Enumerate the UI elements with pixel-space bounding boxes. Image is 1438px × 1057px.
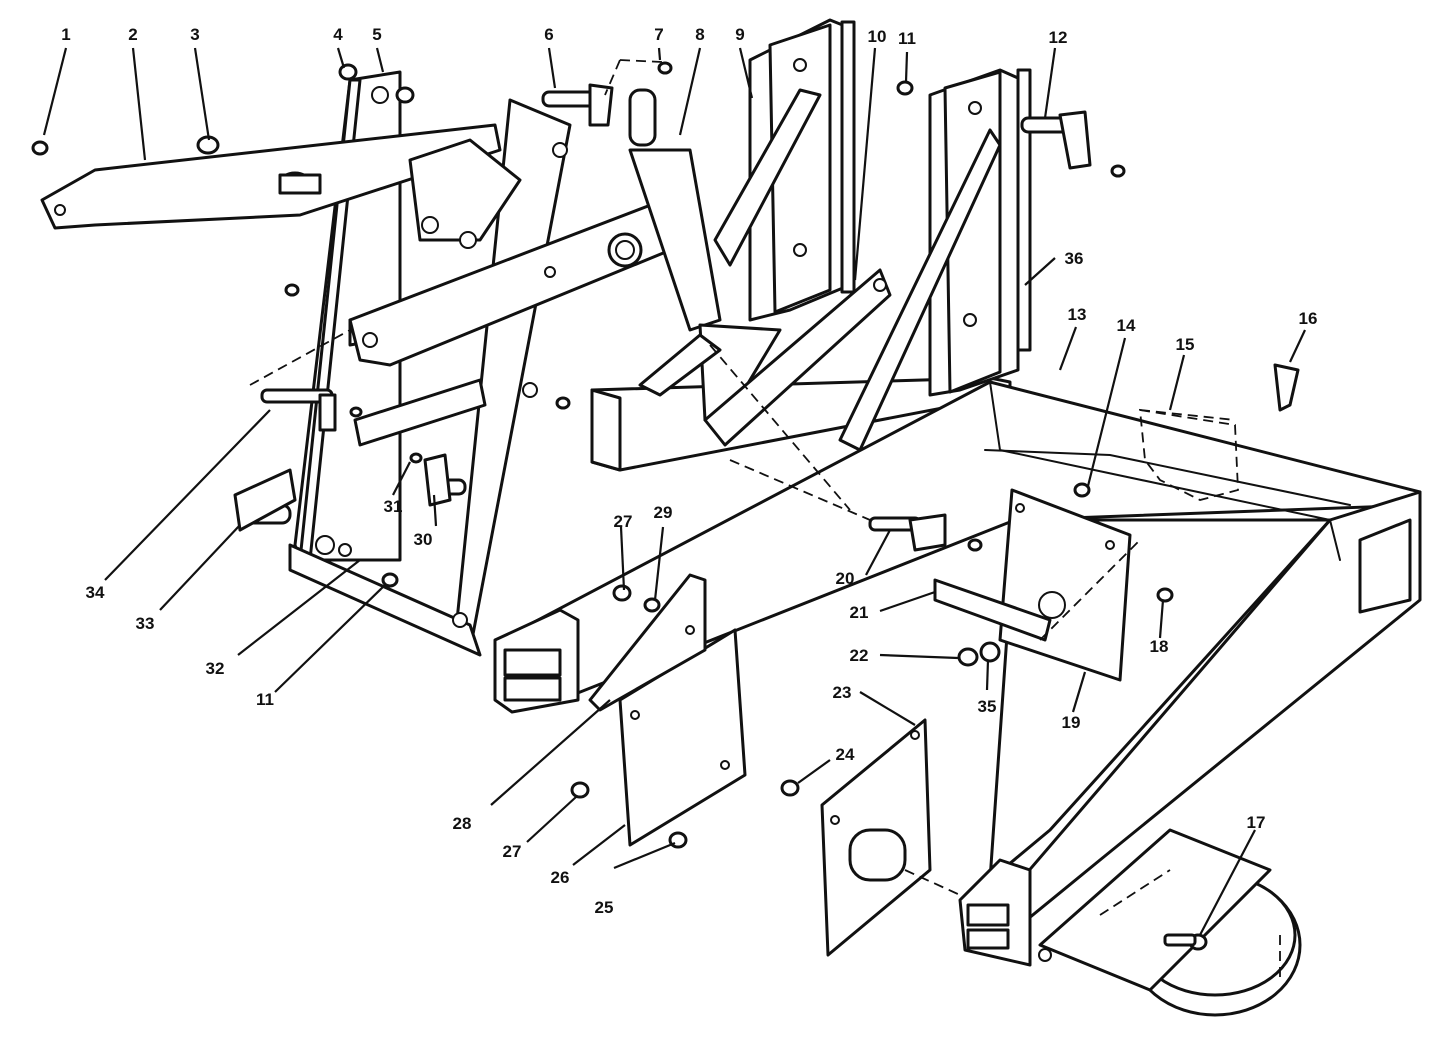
callout-35: 35 — [978, 697, 997, 716]
plate-23 — [820, 718, 932, 957]
callout-4: 4 — [333, 25, 343, 44]
callout-8: 8 — [695, 25, 704, 44]
plate-19 — [933, 488, 1132, 682]
callout-3: 3 — [190, 25, 199, 44]
callout-29: 29 — [654, 503, 673, 522]
callout-26: 26 — [551, 868, 570, 887]
callout-30: 30 — [414, 530, 433, 549]
callout-28: 28 — [453, 814, 472, 833]
hardware — [31, 61, 1300, 951]
callout-27a: 27 — [614, 512, 633, 531]
callout-36: 36 — [1065, 249, 1084, 268]
lower-arm — [638, 268, 892, 447]
callout-5: 5 — [372, 25, 381, 44]
lift-arm-2 — [40, 123, 502, 230]
callout-34: 34 — [86, 583, 105, 602]
callout-12: 12 — [1049, 28, 1068, 47]
assembly-lines — [249, 59, 1281, 980]
plate-26 — [588, 573, 747, 847]
callout-leaders — [42, 47, 1306, 936]
callout-9: 9 — [735, 25, 744, 44]
callout-7: 7 — [654, 25, 663, 44]
callout-10: 10 — [868, 27, 887, 46]
callout-32: 32 — [206, 659, 225, 678]
callout-27b: 27 — [503, 842, 522, 861]
callout-17: 17 — [1247, 813, 1266, 832]
callout-15: 15 — [1176, 335, 1195, 354]
callout-labels: 1 2 3 4 5 6 7 8 9 10 11 12 13 14 15 16 1… — [61, 25, 1317, 917]
upright-plates — [713, 18, 1032, 452]
callout-13: 13 — [1068, 305, 1087, 324]
callout-31: 31 — [384, 497, 403, 516]
callout-11a: 11 — [898, 29, 916, 48]
callout-11b: 11 — [256, 690, 274, 709]
callout-16: 16 — [1299, 309, 1318, 328]
callout-20: 20 — [836, 569, 855, 588]
callout-33: 33 — [136, 614, 155, 633]
callout-1: 1 — [61, 25, 70, 44]
callout-22: 22 — [850, 646, 869, 665]
callout-23: 23 — [833, 683, 852, 702]
callout-25: 25 — [595, 898, 614, 917]
callout-24: 24 — [836, 745, 855, 764]
callout-18: 18 — [1150, 637, 1169, 656]
callout-6: 6 — [544, 25, 553, 44]
strap-clamp — [1038, 828, 1302, 1017]
callout-14: 14 — [1117, 316, 1136, 335]
callout-2: 2 — [128, 25, 137, 44]
base-frame — [493, 376, 1422, 967]
callout-21: 21 — [850, 603, 869, 622]
callout-19: 19 — [1062, 713, 1081, 732]
